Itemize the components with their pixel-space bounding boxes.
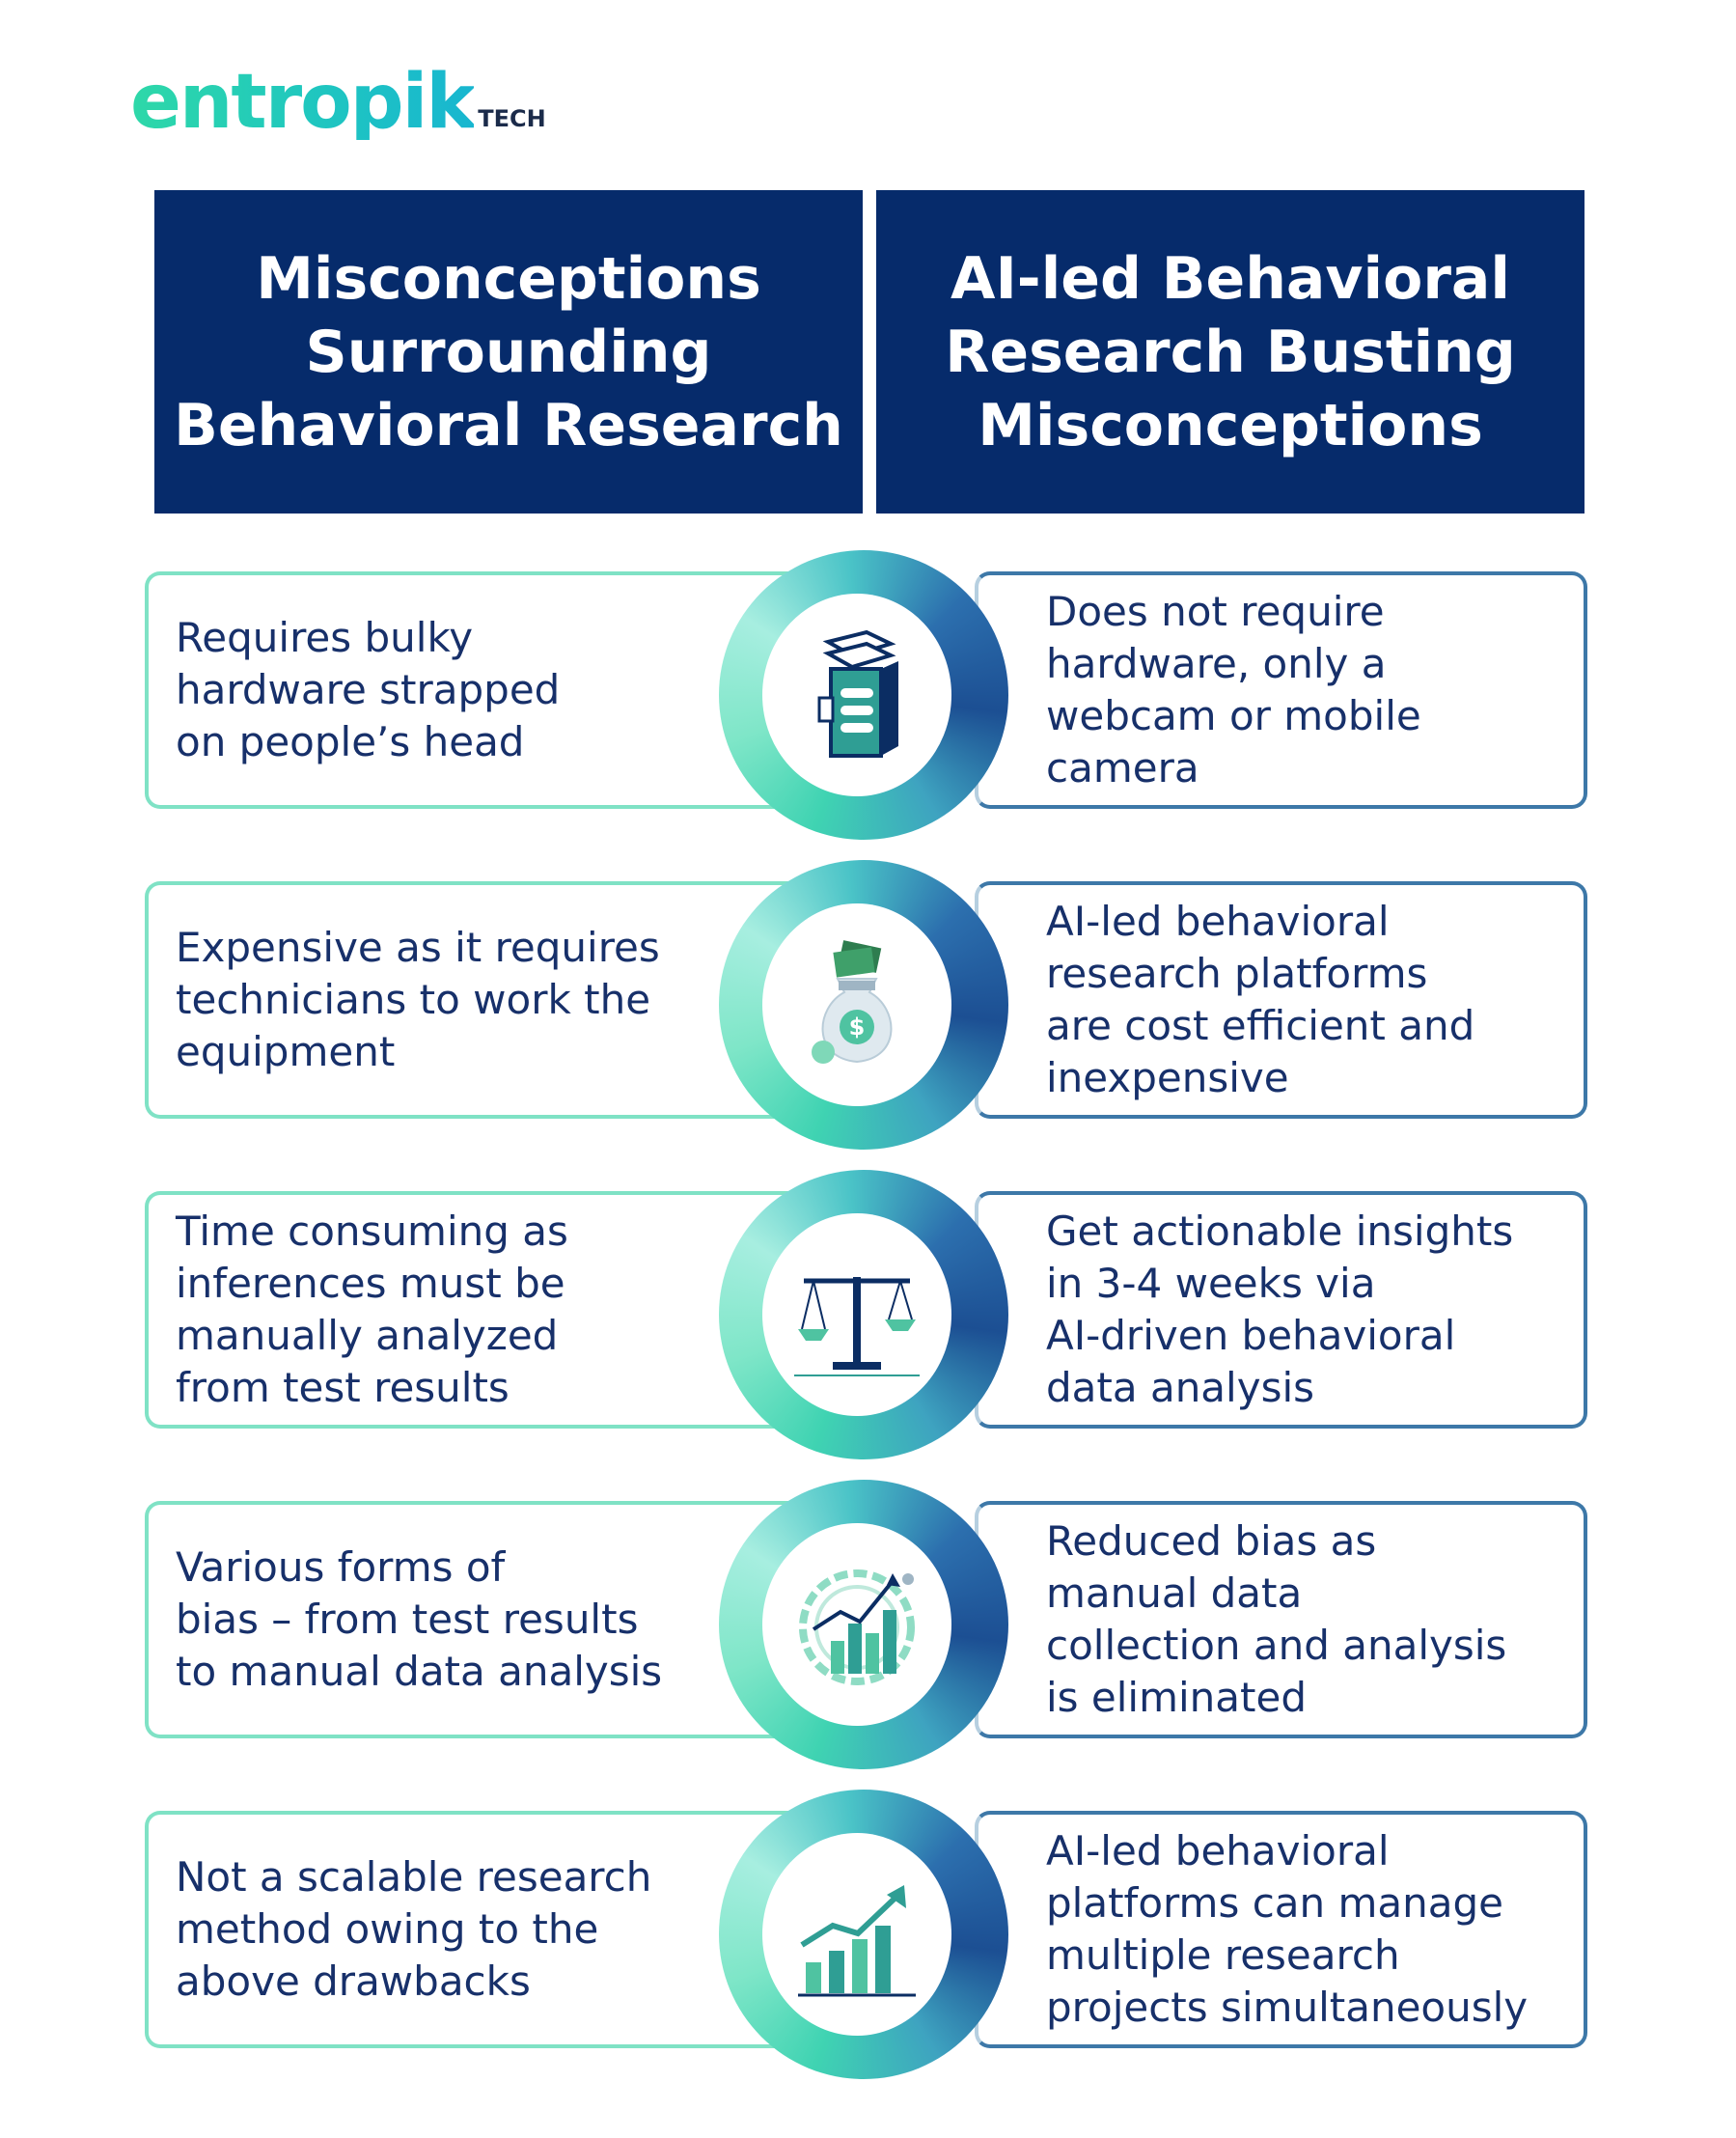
misconception-text: Various forms of bias – from test result… (176, 1543, 663, 1695)
money-bag-icon: $ (812, 940, 893, 1064)
comparison-row: Various forms of bias – from test result… (0, 1480, 1736, 1769)
solution-card: AI-led behavioral research platforms are… (975, 881, 1587, 1119)
icon-ring (719, 1480, 1008, 1769)
logo-suffix: TECH (478, 105, 546, 132)
misconception-text: Time consuming as inferences must be man… (176, 1208, 568, 1411)
ai-solutions-header: AI-led Behavioral Research Busting Misco… (876, 190, 1584, 514)
solution-card: AI-led behavioral platforms can manage m… (975, 1811, 1587, 2048)
comparison-row: Time consuming as inferences must be man… (0, 1170, 1736, 1459)
misconceptions-header: Misconceptions Surrounding Behavioral Re… (154, 190, 863, 514)
solution-text: AI-led behavioral platforms can manage m… (1046, 1827, 1529, 2031)
logo-wordmark: entropik (130, 59, 476, 146)
server-hardware-icon (817, 629, 898, 758)
misconception-text: Not a scalable research method owing to … (176, 1853, 652, 2005)
icon-ring (719, 550, 1008, 840)
solution-text: Reduced bias as manual data collection a… (1046, 1517, 1507, 1721)
misconceptions-header-title: Misconceptions Surrounding Behavioral Re… (174, 244, 843, 459)
comparison-row: Requires bulky hardware strapped on peop… (0, 550, 1736, 840)
icon-ring (719, 1170, 1008, 1459)
svg-text:$: $ (849, 1013, 866, 1041)
ai-solutions-header-title: AI-led Behavioral Research Busting Misco… (945, 244, 1516, 459)
solution-text: AI-led behavioral research platforms are… (1046, 898, 1475, 1101)
solution-card: Get actionable insights in 3-4 weeks via… (975, 1191, 1587, 1429)
solution-text: Does not require hardware, only a webcam… (1046, 588, 1421, 791)
balance-scale-icon (794, 1277, 920, 1376)
comparison-row: Not a scalable research method owing to … (0, 1790, 1736, 2079)
misconception-text: Expensive as it requires technicians to … (176, 924, 660, 1075)
misconception-text: Requires bulky hardware strapped on peop… (176, 614, 561, 765)
icon-ring (719, 1790, 1008, 2079)
solution-card: Does not require hardware, only a webcam… (975, 571, 1587, 809)
icon-ring: $ (719, 860, 1008, 1150)
solution-card: Reduced bias as manual data collection a… (975, 1501, 1587, 1738)
growth-chart-icon (798, 1885, 916, 1997)
logo: entropik TECH (130, 53, 546, 140)
analytics-dial-icon (799, 1569, 915, 1685)
comparison-row: Expensive as it requires technicians to … (0, 860, 1736, 1150)
solution-text: Get actionable insights in 3-4 weeks via… (1046, 1208, 1514, 1411)
